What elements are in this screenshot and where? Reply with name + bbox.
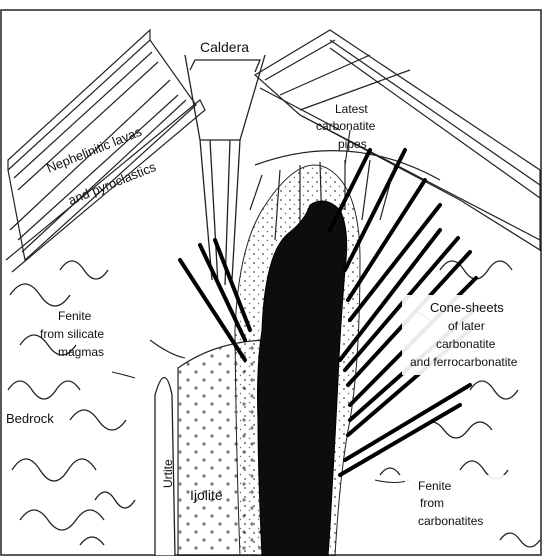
label-bedrock: Bedrock xyxy=(6,411,54,426)
label-cone-line2: of later xyxy=(448,319,485,333)
label-fenite-carb-line3: carbonatites xyxy=(418,514,483,528)
label-fenite-carb-line1: Fenite xyxy=(418,479,452,493)
label-latest-line1: Latest xyxy=(335,102,368,116)
label-caldera: Caldera xyxy=(200,39,249,55)
label-latest-line2: carbonatite xyxy=(316,119,376,133)
label-fenite-silicate-line1: Fenite xyxy=(58,309,92,323)
label-cone-line4: and ferrocarbonatite xyxy=(410,355,518,369)
label-latest-line3: pipes xyxy=(338,137,367,151)
label-fenite-carb-line2: from xyxy=(420,496,444,510)
label-ijolite: Ijolite xyxy=(190,487,223,503)
label-fenite-silicate-line3: magmas xyxy=(58,345,104,359)
label-fenite-silicate-line2: from silicate xyxy=(40,327,104,341)
label-cone-line1: Cone-sheets xyxy=(430,300,504,315)
label-cone-line3: carbonatite xyxy=(436,337,496,351)
label-urtite: Urtite xyxy=(161,459,175,488)
